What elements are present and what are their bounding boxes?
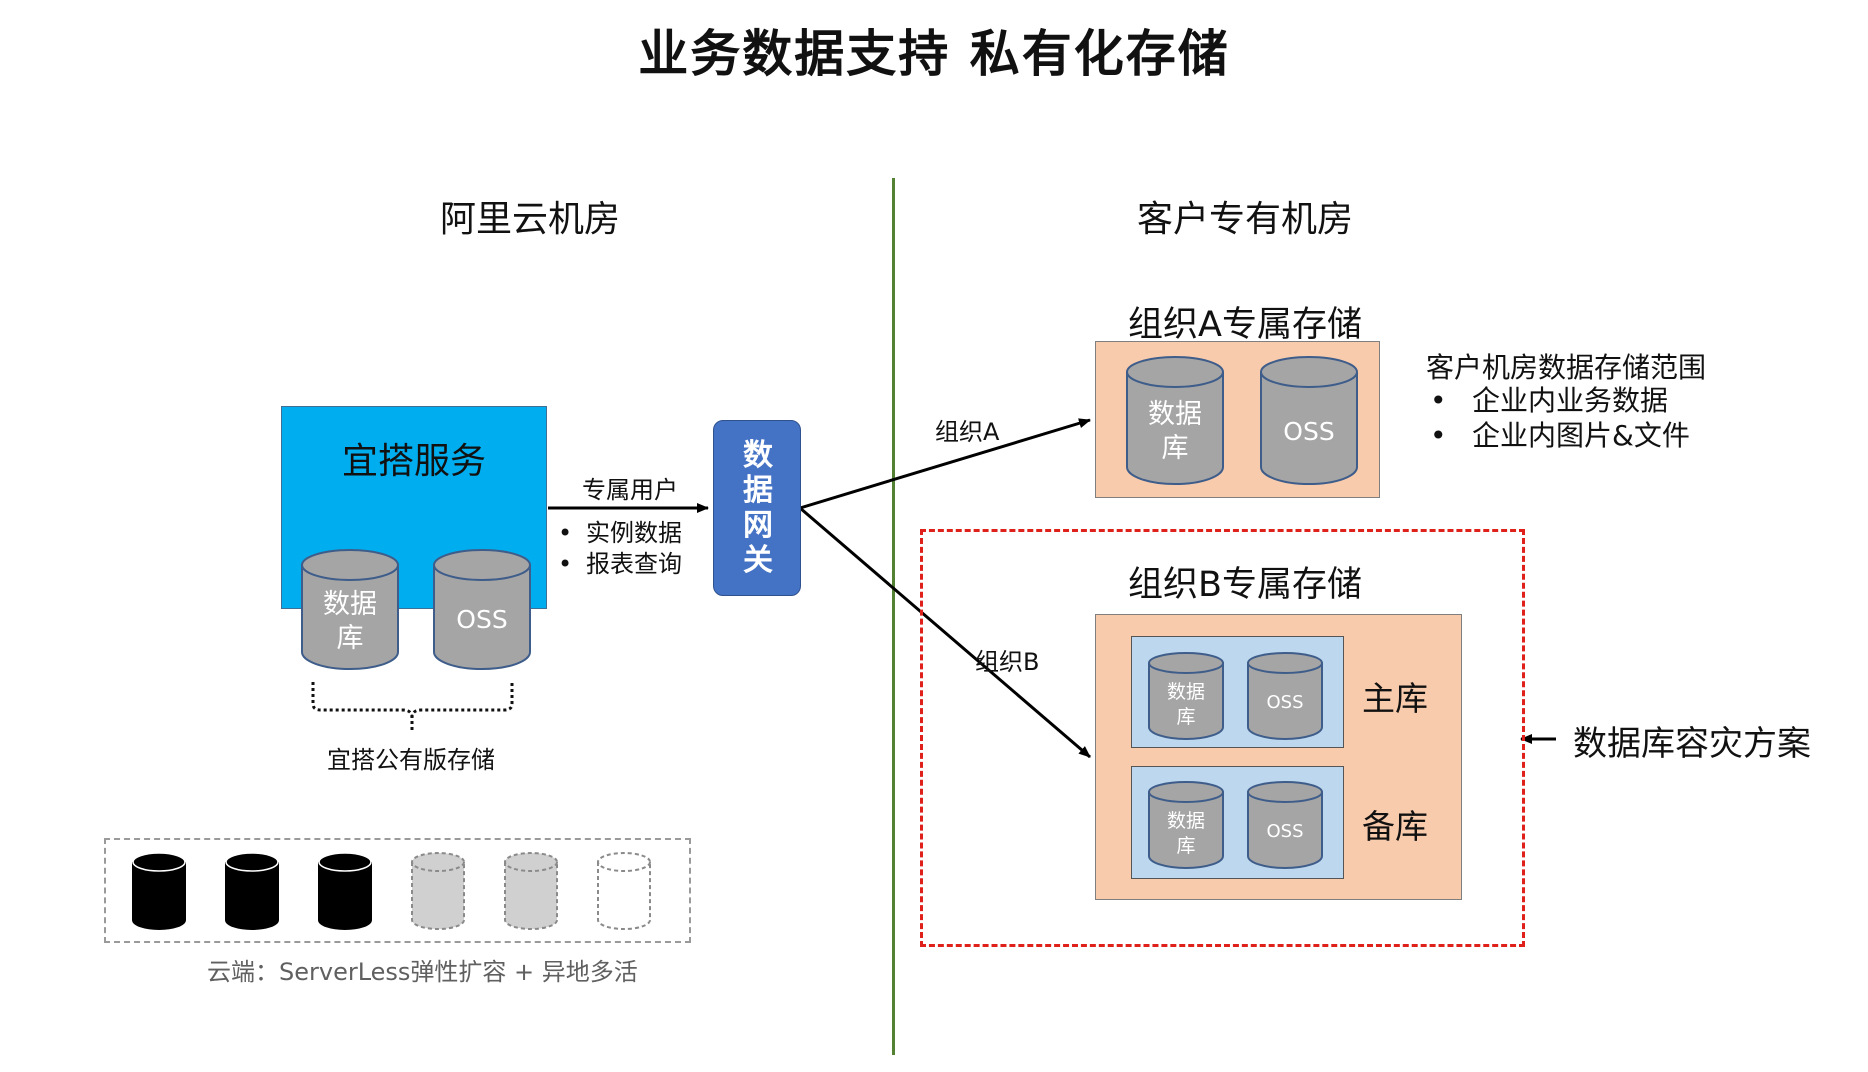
solid-cylinder-icon [318,852,372,930]
primary-db-label-line2: 库 [1176,706,1195,728]
dashed-gray-cylinder-icon [411,852,465,930]
org-a-db-label-line1: 数据 [1148,399,1202,430]
dedicated-user-label: 专属用户 [582,476,678,504]
data-gateway[interactable] [713,420,801,596]
backup-database-cylinder: 数据 库 [1148,781,1224,869]
serverless-box [104,838,691,943]
primary-oss-label: OSS [1266,692,1303,713]
gateway-to-org-b-arrow [799,506,1091,759]
backup-db-label-line2: 库 [1176,835,1195,857]
public-oss-label: OSS [456,605,507,634]
org-a-arrow-label: 组织A [935,418,1000,446]
primary-oss-cylinder: OSS [1247,652,1323,740]
flow-item: 实例数据 [556,518,682,549]
scope-item: 企业内图片&文件 [1426,418,1690,453]
page-title: 业务数据支持 私有化存储 [638,25,1230,83]
left-section-title: 阿里云机房 [439,199,620,240]
data-gateway-label: 数据网关 [743,438,773,578]
primary-label: 主库 [1362,679,1428,718]
public-database-cylinder: 数据 库 [301,549,399,670]
scope-item: 企业内业务数据 [1426,383,1690,418]
solid-cylinder-icon [225,852,279,930]
org-b-title: 组织B专属存储 [1127,565,1362,605]
right-section-title: 客户专有机房 [1136,199,1353,240]
dashed-empty-cylinder-icon [597,852,651,930]
backup-db-label-line1: 数据 [1167,810,1205,832]
disaster-recovery-region [920,529,1525,947]
org-a-title: 组织A专属存储 [1128,305,1362,345]
public-db-label-line1: 数据 [323,589,377,620]
dr-label: 数据库容灾方案 [1573,724,1811,764]
primary-database-cylinder: 数据 库 [1148,652,1224,740]
gateway-to-org-a-arrow [799,418,1091,510]
org-a-oss-label: OSS [1283,417,1334,446]
public-oss-cylinder: OSS [433,549,531,670]
primary-db-label-line1: 数据 [1167,681,1205,703]
org-a-oss-cylinder: OSS [1260,356,1358,485]
serverless-caption: 云端：ServerLess弹性扩容 + 异地多活 [207,958,638,986]
public-storage-label: 宜搭公有版存储 [327,746,495,774]
solid-cylinder-icon [132,852,186,930]
storage-brace [311,682,514,730]
flow-items: 实例数据 报表查询 [556,518,682,580]
org-a-database-cylinder: 数据 库 [1126,356,1224,485]
scope-list: 企业内业务数据 企业内图片&文件 [1426,383,1690,453]
section-divider [892,178,895,1055]
backup-label: 备库 [1362,807,1428,846]
service-box-label: 宜搭服务 [341,441,486,482]
org-a-db-label-line2: 库 [1162,433,1189,464]
backup-oss-cylinder: OSS [1247,781,1323,869]
backup-oss-label: OSS [1266,821,1303,842]
scope-title: 客户机房数据存储范围 [1426,351,1707,384]
flow-item: 报表查询 [556,549,682,580]
dashed-gray-cylinder-icon [504,852,558,930]
org-b-arrow-label: 组织B [975,648,1040,676]
public-db-label-line2: 库 [337,623,364,654]
serverless-cylinders [132,852,651,930]
